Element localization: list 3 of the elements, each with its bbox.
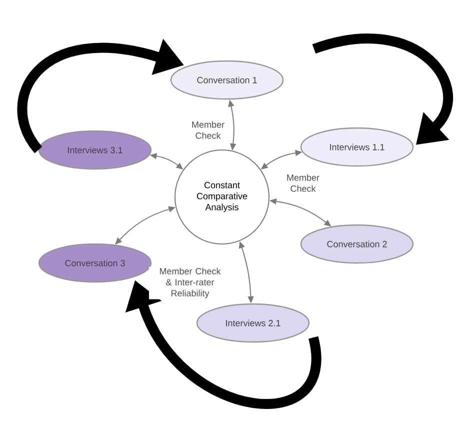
edge-label: Member Check <box>187 120 229 140</box>
edge-label: Member Check & Inter-rater Reliability <box>149 266 231 300</box>
edge-label: Member Check <box>282 173 324 193</box>
